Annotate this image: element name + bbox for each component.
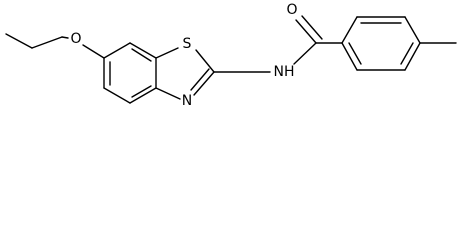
chemical-structure: O S N NH O bbox=[5, 2, 457, 109]
bond-nitrogen-c3a bbox=[155, 87, 181, 100]
double-bond-carbonyl-oxygen bbox=[301, 15, 323, 40]
double-bond-c2-nitrogen bbox=[190, 68, 210, 91]
bond-c7a-c3a bbox=[129, 87, 157, 104]
bond-ethyl-ch3 bbox=[5, 33, 33, 49]
double-bond-aryl-c4-c5 bbox=[400, 42, 414, 65]
bond-c4-sulfur bbox=[155, 47, 179, 59]
bond-c5-c6 bbox=[103, 42, 131, 59]
bond-c4-c5 bbox=[129, 42, 157, 59]
thiazole-sulfur-label: S bbox=[183, 36, 192, 52]
bond-sulfur-c2 bbox=[195, 49, 215, 73]
bond-aryl-c6-c1 bbox=[341, 42, 358, 71]
bond-aryl-c3-c4 bbox=[404, 16, 421, 44]
bonds bbox=[5, 15, 457, 104]
double-bond-aryl-c6-c1 bbox=[348, 42, 362, 65]
bond-c2-nitrogen bbox=[193, 71, 215, 96]
carbonyl-oxygen-label: O bbox=[286, 2, 297, 18]
bond-carbonyl-oxygen bbox=[295, 19, 317, 44]
amide-nitrogen-label: NH bbox=[274, 64, 295, 80]
double-bond-c4-c5 bbox=[131, 48, 152, 62]
bond-c7-c7a bbox=[103, 87, 131, 104]
ether-oxygen-label: O bbox=[70, 31, 81, 47]
bond-aryl-c4-c5 bbox=[404, 42, 421, 71]
bond-aryl-c1-c2 bbox=[341, 16, 358, 44]
bond-oxygen-ring bbox=[82, 44, 105, 59]
atom-labels: O S N NH O bbox=[70, 2, 297, 109]
bond-ethyl-ch2 bbox=[31, 36, 63, 49]
double-bond-c7a-c3a bbox=[131, 85, 152, 98]
bond-ch2-oxygen bbox=[61, 36, 69, 39]
thiazole-nitrogen-label: N bbox=[182, 93, 192, 109]
bond-nh-carbonyl bbox=[293, 42, 317, 65]
